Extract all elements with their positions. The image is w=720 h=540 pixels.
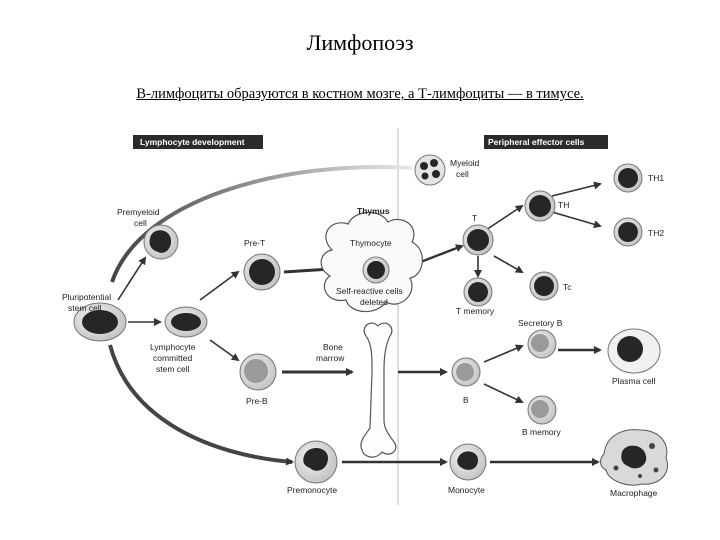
- label-monocyte: Monocyte: [448, 485, 485, 495]
- label-b-memory: B memory: [522, 427, 561, 437]
- page-title: Лимфопоэз: [306, 30, 414, 55]
- monocyte-cell: [449, 443, 487, 481]
- premonocyte-cell: [294, 440, 338, 484]
- th1-cell: [613, 163, 643, 193]
- label-premonocyte: Premonocyte: [287, 485, 337, 495]
- label-self-reactive-1: Self-reactive cells: [336, 286, 403, 296]
- banner-peripheral-effector: Peripheral effector cells: [484, 135, 608, 149]
- label-th1: TH1: [648, 173, 664, 183]
- secretory-b-cell: [527, 329, 557, 359]
- pre-b-cell: [239, 353, 277, 391]
- pluripotent-stem-cell: [73, 302, 127, 342]
- thymocyte-cell: [362, 256, 390, 284]
- t-cell: [462, 224, 494, 256]
- myeloid-cell: [414, 154, 446, 186]
- label-bone-2: marrow: [316, 353, 345, 363]
- banner-lymphocyte-development: Lymphocyte development: [133, 135, 263, 149]
- label-pluripotent-2: stem cell: [68, 303, 102, 313]
- label-th: TH: [558, 200, 569, 210]
- lymphocyte-committed-stem-cell: [164, 306, 208, 338]
- label-thymocyte: Thymocyte: [350, 238, 392, 248]
- banner-right-label: Peripheral effector cells: [488, 137, 585, 147]
- label-premyeloid-2: cell: [134, 218, 147, 228]
- label-tc: Tc: [563, 282, 572, 292]
- premyeloid-cell: [143, 224, 179, 260]
- label-myeloid-1: Myeloid: [450, 158, 480, 168]
- th-cell: [524, 190, 556, 222]
- bone-marrow-bone: [360, 322, 397, 458]
- label-pre-t: Pre-T: [244, 238, 265, 248]
- label-b: B: [463, 395, 469, 405]
- label-lymphocyte-committed-3: stem cell: [156, 364, 190, 374]
- label-lymphocyte-committed-1: Lymphocyte: [150, 342, 196, 352]
- b-cell: [451, 357, 481, 387]
- pre-t-cell: [243, 253, 281, 291]
- label-premyeloid-1: Premyeloid: [117, 207, 160, 217]
- label-bone-1: Bone: [323, 342, 343, 352]
- label-self-reactive-2: deleted: [360, 297, 388, 307]
- macrophage-cell: [600, 429, 668, 486]
- label-pluripotent-1: Pluripotential: [62, 292, 111, 302]
- arc-to-premonocyte: [108, 344, 294, 466]
- label-macrophage: Macrophage: [610, 488, 658, 498]
- label-secretory-b: Secretory B: [518, 318, 563, 328]
- banner-left-label: Lymphocyte development: [140, 137, 245, 147]
- label-t: T: [472, 213, 477, 223]
- label-plasma-cell: Plasma cell: [612, 376, 656, 386]
- label-myeloid-2: cell: [456, 169, 469, 179]
- b-memory-cell: [527, 395, 557, 425]
- label-thymus: Thymus: [357, 206, 390, 216]
- arc-to-myeloid: [110, 165, 413, 283]
- label-pre-b: Pre-B: [246, 396, 268, 406]
- page-subtitle: В-лимфоциты образуются в костном мозге, …: [136, 86, 584, 102]
- plasma-cell: [607, 328, 661, 374]
- label-th2: TH2: [648, 228, 664, 238]
- label-t-memory: T memory: [456, 306, 495, 316]
- th2-cell: [613, 217, 643, 247]
- t-memory-cell: [463, 277, 493, 307]
- label-lymphocyte-committed-2: committed: [153, 353, 192, 363]
- tc-cell: [529, 271, 559, 301]
- arrows: [117, 181, 602, 466]
